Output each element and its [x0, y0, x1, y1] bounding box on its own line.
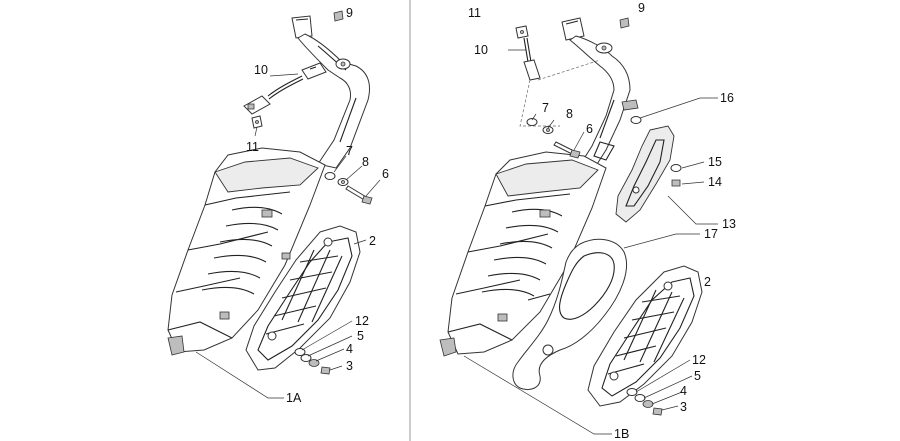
right-panel: 11 9 10 7 8 6 16 15 14 13 17 2 12 5 4 3 …	[439, 1, 736, 441]
right-part-labels: 11 9 10 7 8 6 16 15 14 13 17 2 12 5 4 3 …	[468, 1, 736, 441]
left-label-12: 12	[355, 314, 369, 328]
right-gasket-17	[512, 238, 628, 390]
left-leader-lines	[195, 73, 381, 399]
right-label-1b: 1B	[614, 427, 629, 441]
left-label-9: 9	[346, 6, 353, 20]
left-panel: 9 10 11 7 8 6 2 12 5 4 3 1A	[167, 6, 389, 405]
right-label-10: 10	[474, 43, 488, 57]
right-label-9: 9	[638, 1, 645, 15]
left-label-1a: 1A	[286, 391, 302, 405]
right-label-8: 8	[566, 107, 573, 121]
right-label-17: 17	[704, 227, 718, 241]
left-part-labels: 9 10 11 7 8 6 2 12 5 4 3 1A	[246, 6, 389, 405]
left-label-11: 11	[246, 140, 259, 154]
right-label-12: 12	[692, 353, 706, 367]
left-small-hardware	[294, 10, 373, 375]
right-small-hardware	[526, 17, 682, 416]
right-exhaust-pipe	[561, 17, 639, 173]
left-label-4: 4	[346, 342, 353, 356]
left-exhaust-pipe	[291, 15, 370, 169]
right-label-14: 14	[708, 175, 722, 189]
right-heat-shield	[587, 265, 703, 407]
left-label-8: 8	[362, 155, 369, 169]
left-heat-shield	[245, 225, 361, 371]
right-label-15: 15	[708, 155, 722, 169]
right-label-5: 5	[694, 369, 701, 383]
right-label-6: 6	[586, 122, 593, 136]
right-label-2: 2	[704, 275, 711, 289]
right-label-11: 11	[468, 6, 481, 20]
right-leader-lines	[463, 49, 718, 435]
right-oxygen-sensor	[515, 25, 601, 127]
left-label-10: 10	[254, 63, 268, 77]
right-label-4: 4	[680, 384, 687, 398]
right-label-16: 16	[720, 91, 734, 105]
left-label-2: 2	[369, 234, 376, 248]
left-label-5: 5	[357, 329, 364, 343]
right-muffler	[439, 151, 607, 357]
right-label-13: 13	[722, 217, 736, 231]
left-muffler	[167, 147, 326, 356]
left-label-6: 6	[382, 167, 389, 181]
left-label-3: 3	[346, 359, 353, 373]
right-label-3: 3	[680, 400, 687, 414]
right-heat-guard-13	[615, 125, 675, 223]
left-oxygen-sensor	[243, 62, 327, 129]
left-label-7: 7	[346, 144, 353, 158]
right-label-7: 7	[542, 101, 549, 115]
